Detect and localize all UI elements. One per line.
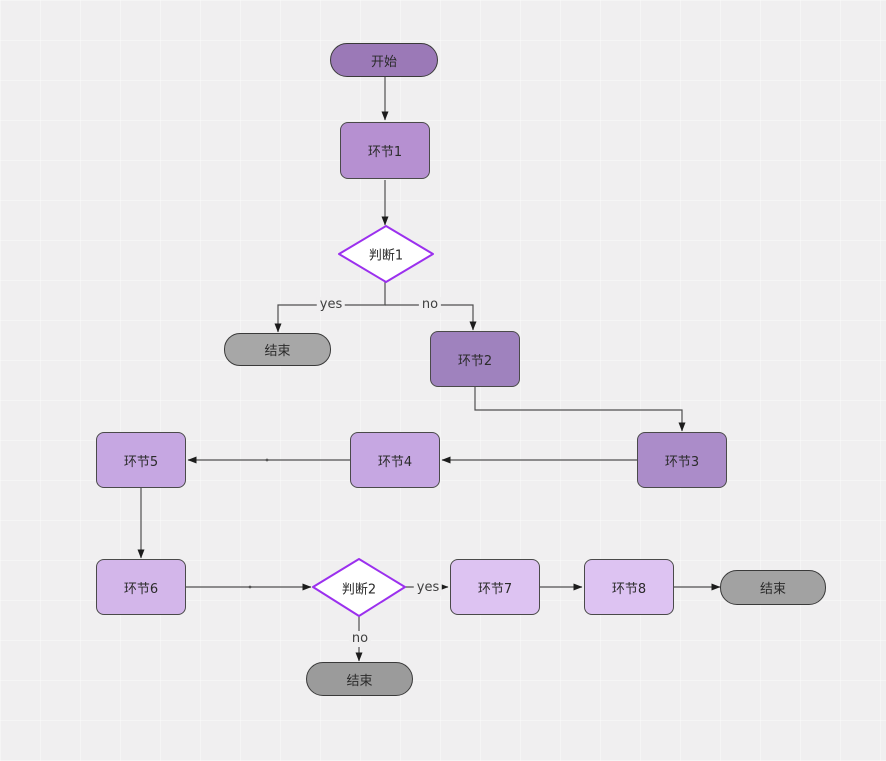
node-end-top[interactable]: 结束	[224, 333, 331, 366]
edge-label-decision2-no: no	[348, 631, 372, 647]
node-decision1-shape[interactable]	[338, 225, 434, 283]
node-decision1-label: 判断1	[368, 248, 404, 264]
edge-label-decision1-yes: yes	[316, 297, 346, 313]
node-decision2-label: 判断2	[341, 582, 377, 598]
node-step4[interactable]: 环节4	[350, 432, 440, 488]
node-decision2-shape[interactable]	[312, 558, 406, 617]
node-step5[interactable]: 环节5	[96, 432, 186, 488]
edge-label-decision1-no: no	[418, 297, 442, 313]
node-step6[interactable]: 环节6	[96, 559, 186, 615]
edge-midpoint-dot	[265, 458, 269, 462]
node-step7[interactable]: 环节7	[450, 559, 540, 615]
edge-step2-step3	[474, 387, 686, 432]
node-end-right[interactable]: 结束	[720, 570, 826, 605]
node-step3[interactable]: 环节3	[637, 432, 727, 488]
node-end-bottom[interactable]: 结束	[306, 662, 413, 696]
node-step2[interactable]: 环节2	[430, 331, 520, 387]
node-start[interactable]: 开始	[330, 43, 438, 77]
node-step1[interactable]: 环节1	[340, 122, 430, 179]
node-step8[interactable]: 环节8	[584, 559, 674, 615]
edge-midpoint-dot	[248, 585, 252, 589]
edge-label-decision2-yes: yes	[413, 580, 443, 596]
edge-decision1-step2	[385, 304, 477, 331]
